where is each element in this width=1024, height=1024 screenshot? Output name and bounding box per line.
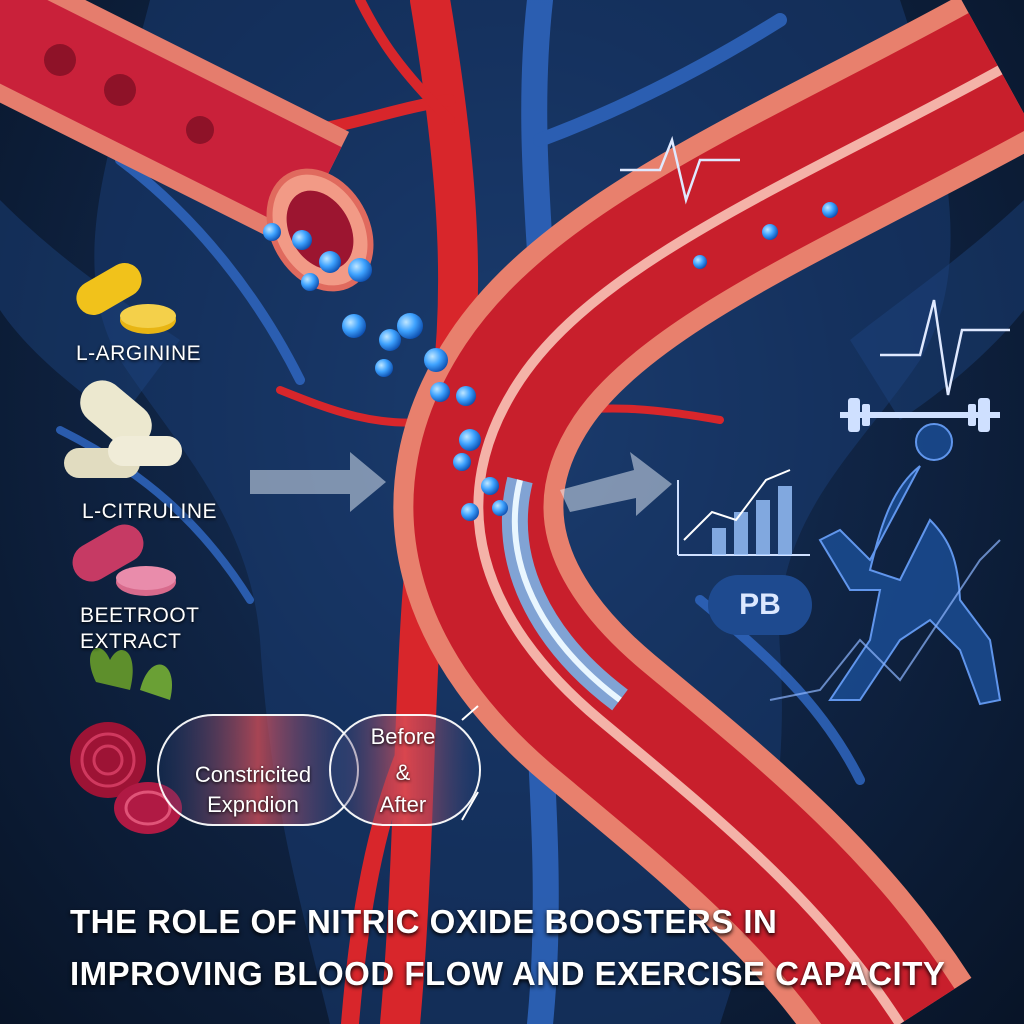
title-line1: THE ROLE OF NITRIC OXIDE BOOSTERS IN — [70, 903, 778, 940]
yellow-capsule-icon — [76, 263, 176, 334]
personal-best-badge: PB — [708, 575, 812, 635]
supplement-label-beetroot: BEETROOT — [80, 604, 200, 627]
comparison-left-line2: Expndion — [207, 792, 299, 817]
right-arm — [850, 200, 1024, 420]
red-capsule-icon — [72, 524, 176, 596]
performance-chart — [677, 469, 810, 556]
supplement-label-arginine: L-ARGININE — [76, 342, 202, 365]
supplement-label-citruline: L-CITRULINE — [82, 500, 218, 523]
dilated-vessel — [393, 0, 1024, 1024]
flow-arrows — [250, 452, 672, 516]
comparison-right-line1: Before — [370, 724, 436, 749]
supplement-label-extract: EXTRACT — [80, 630, 182, 653]
heartbeat-lines — [620, 135, 1010, 396]
comparison-left-line1: Constricited — [194, 762, 312, 787]
comparison-right-line2: & — [395, 760, 411, 785]
beetroot-icon — [70, 647, 182, 834]
nitric-oxide-molecules — [263, 202, 838, 521]
runner-silhouette — [818, 423, 1002, 706]
comparison-panel — [157, 705, 481, 826]
comparison-right-line3: After — [379, 792, 427, 817]
growth-line — [769, 539, 1001, 701]
white-tablet-icon — [64, 380, 182, 478]
barbell — [840, 398, 1000, 432]
title-line2: IMPROVING BLOOD FLOW AND EXERCISE CAPACI… — [70, 955, 946, 992]
